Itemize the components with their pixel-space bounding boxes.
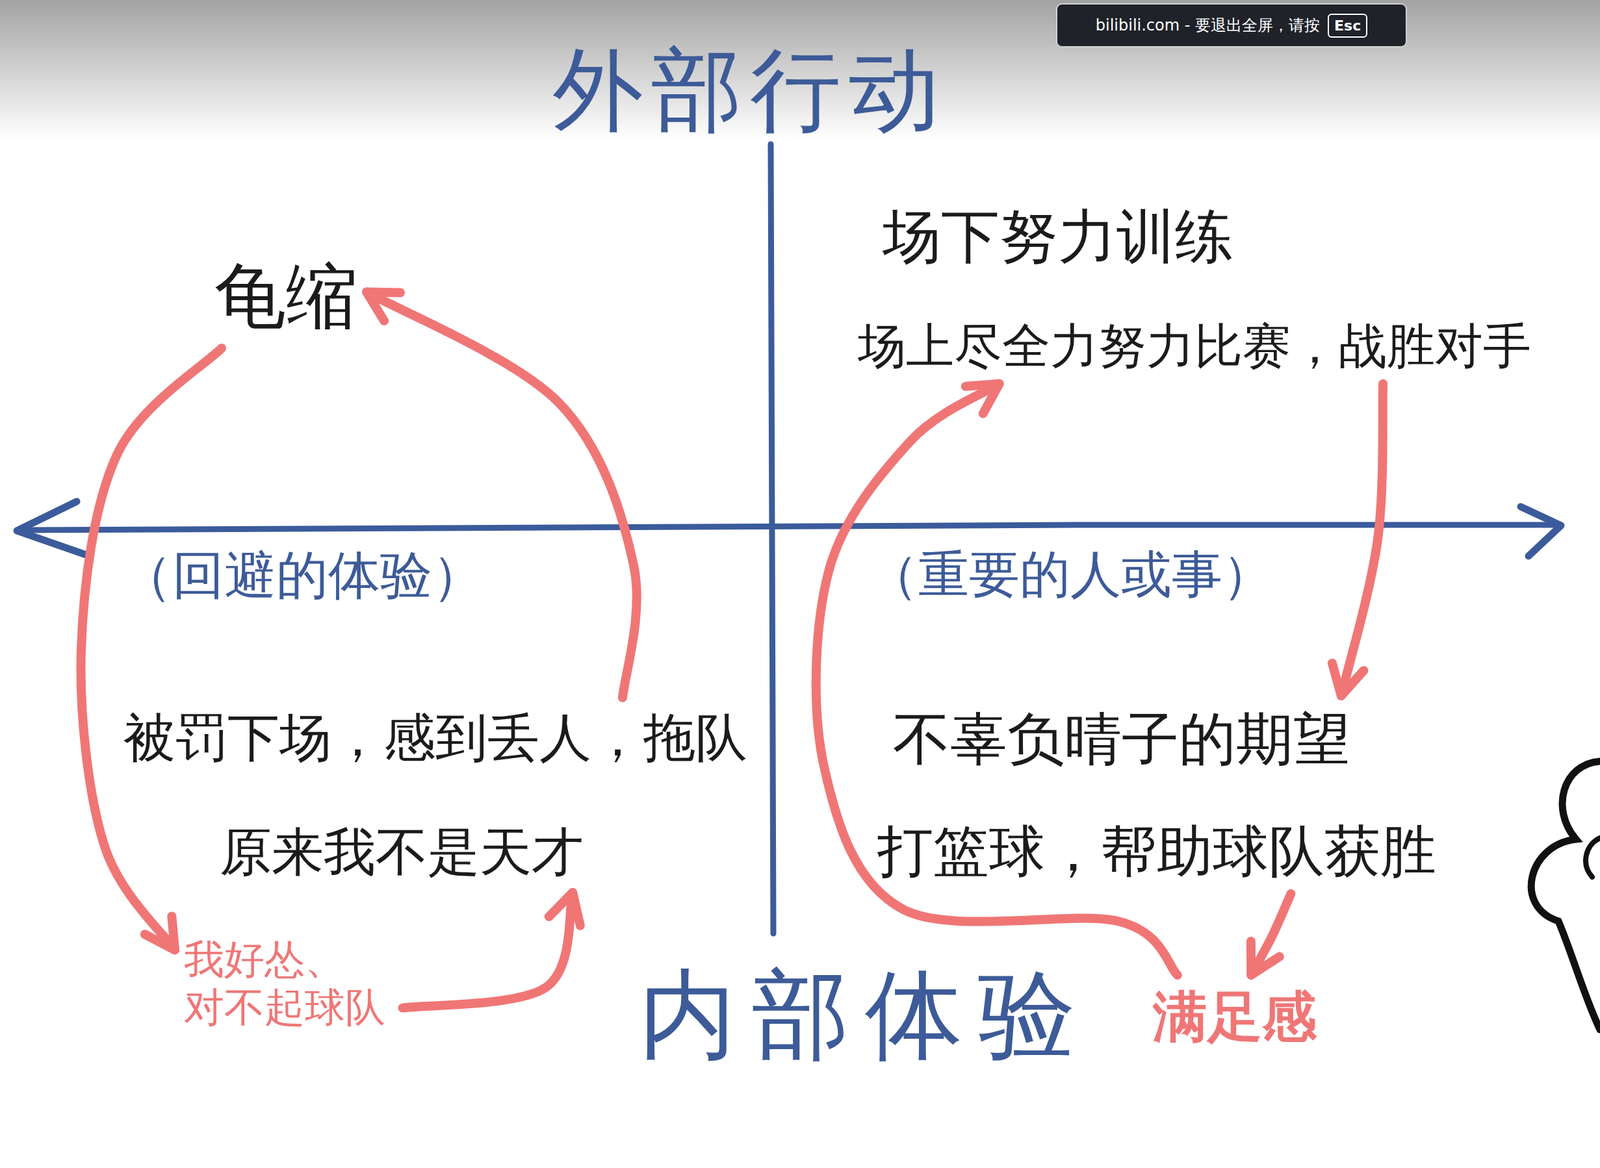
node-text: 龟缩 bbox=[214, 253, 358, 340]
arrowhead bbox=[549, 892, 581, 927]
value-text: 不辜负晴子的期望打篮球，帮助球队获胜 bbox=[877, 705, 1437, 886]
horizontal-axis bbox=[23, 525, 1559, 531]
node-text: 满足感 bbox=[1152, 984, 1317, 1051]
arrow-line bbox=[1341, 384, 1383, 697]
arrowhead bbox=[144, 916, 175, 951]
axis-arrowhead bbox=[16, 501, 90, 557]
arrowhead bbox=[965, 384, 1000, 414]
arrowhead bbox=[1332, 663, 1365, 697]
arrow-line bbox=[81, 348, 222, 951]
feeling-note: 我好怂、 对不起球队 bbox=[183, 935, 394, 1033]
node-text: 打篮球，帮助球队获胜 bbox=[877, 818, 1437, 886]
feedback-arrow bbox=[366, 291, 637, 698]
axis-caption: （重要的人或事） bbox=[867, 547, 1274, 604]
node-text: 场下努力训练 bbox=[857, 201, 1532, 272]
node-text: 不辜负晴子的期望 bbox=[877, 705, 1437, 775]
arrow-line bbox=[816, 384, 1178, 976]
feeling-note: 满足感 bbox=[1152, 984, 1317, 1051]
node-text: 场上尽全力努力比赛，战胜对手 bbox=[857, 317, 1532, 375]
arrow-line bbox=[1251, 894, 1291, 976]
axis-title: 内部体验 bbox=[638, 961, 1092, 1070]
experience-text: 被罚下场，感到丢人，拖队原来我不是天才 bbox=[123, 707, 748, 884]
key-cap: Esc bbox=[1327, 13, 1368, 38]
axis-caption: （回避的体验） bbox=[120, 547, 485, 605]
arrowhead bbox=[1251, 941, 1280, 976]
arrowhead bbox=[366, 291, 401, 321]
feedback-arrow bbox=[816, 384, 1178, 976]
behavior-text: 龟缩 bbox=[214, 253, 358, 340]
feedback-arrow bbox=[1332, 384, 1383, 697]
feedback-arrow bbox=[1251, 894, 1292, 976]
fullscreen-banner: bilibili.com - 要退出全屏，请按 Esc bbox=[1056, 3, 1407, 48]
action-text: 场下努力训练场上尽全力努力比赛，战胜对手 bbox=[857, 201, 1532, 375]
banner-text: bilibili.com - 要退出全屏，请按 bbox=[1095, 14, 1320, 36]
node-text: 被罚下场，感到丢人，拖队 bbox=[123, 707, 748, 770]
arrow-line bbox=[366, 291, 637, 698]
feedback-arrow bbox=[402, 892, 580, 1009]
feedback-arrow bbox=[81, 348, 222, 951]
vertical-axis bbox=[770, 144, 774, 934]
cloud-outline bbox=[1585, 838, 1600, 878]
node-text: 我好怂、 对不起球队 bbox=[183, 935, 394, 1033]
axis-arrowhead bbox=[1520, 506, 1562, 557]
node-text: 原来我不是天才 bbox=[123, 821, 748, 884]
cloud-outline bbox=[1531, 761, 1600, 1031]
axis-title: 外部行动 bbox=[552, 40, 948, 141]
arrow-line bbox=[402, 892, 573, 1009]
